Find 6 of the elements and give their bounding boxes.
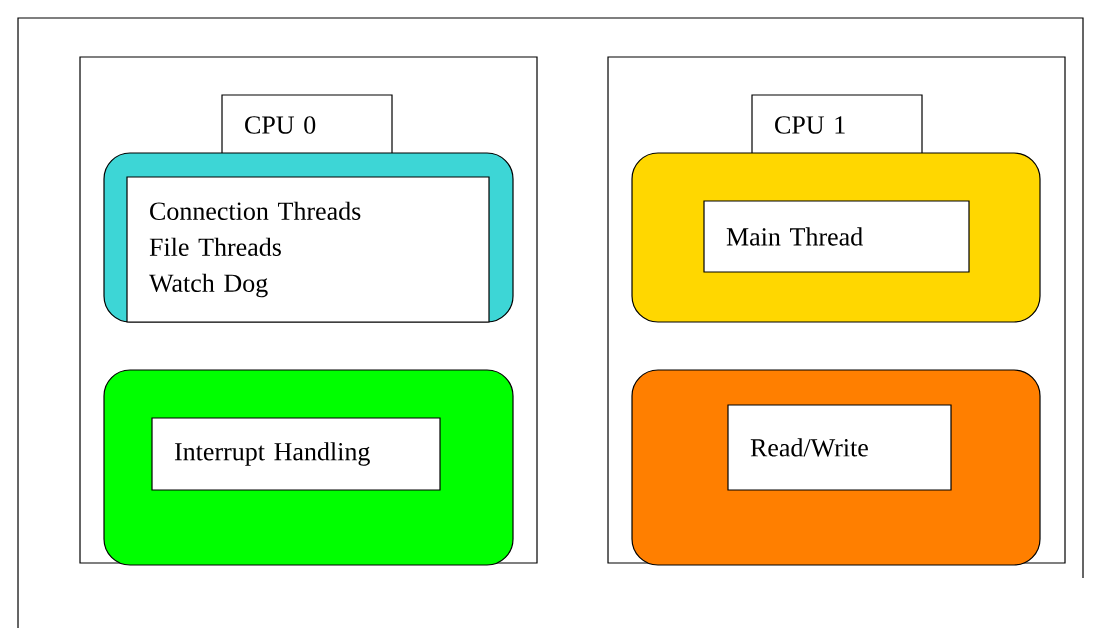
thread-box: Main Thread	[703, 200, 970, 273]
cpu-label-box: CPU 1	[751, 94, 923, 156]
thread-box: Read/Write	[727, 404, 952, 491]
cpu-label-box: CPU 0	[221, 94, 393, 156]
thread-list-box: Connection Threads File Threads Watch Dog	[126, 176, 490, 323]
thread-box: Interrupt Handling	[151, 417, 441, 491]
